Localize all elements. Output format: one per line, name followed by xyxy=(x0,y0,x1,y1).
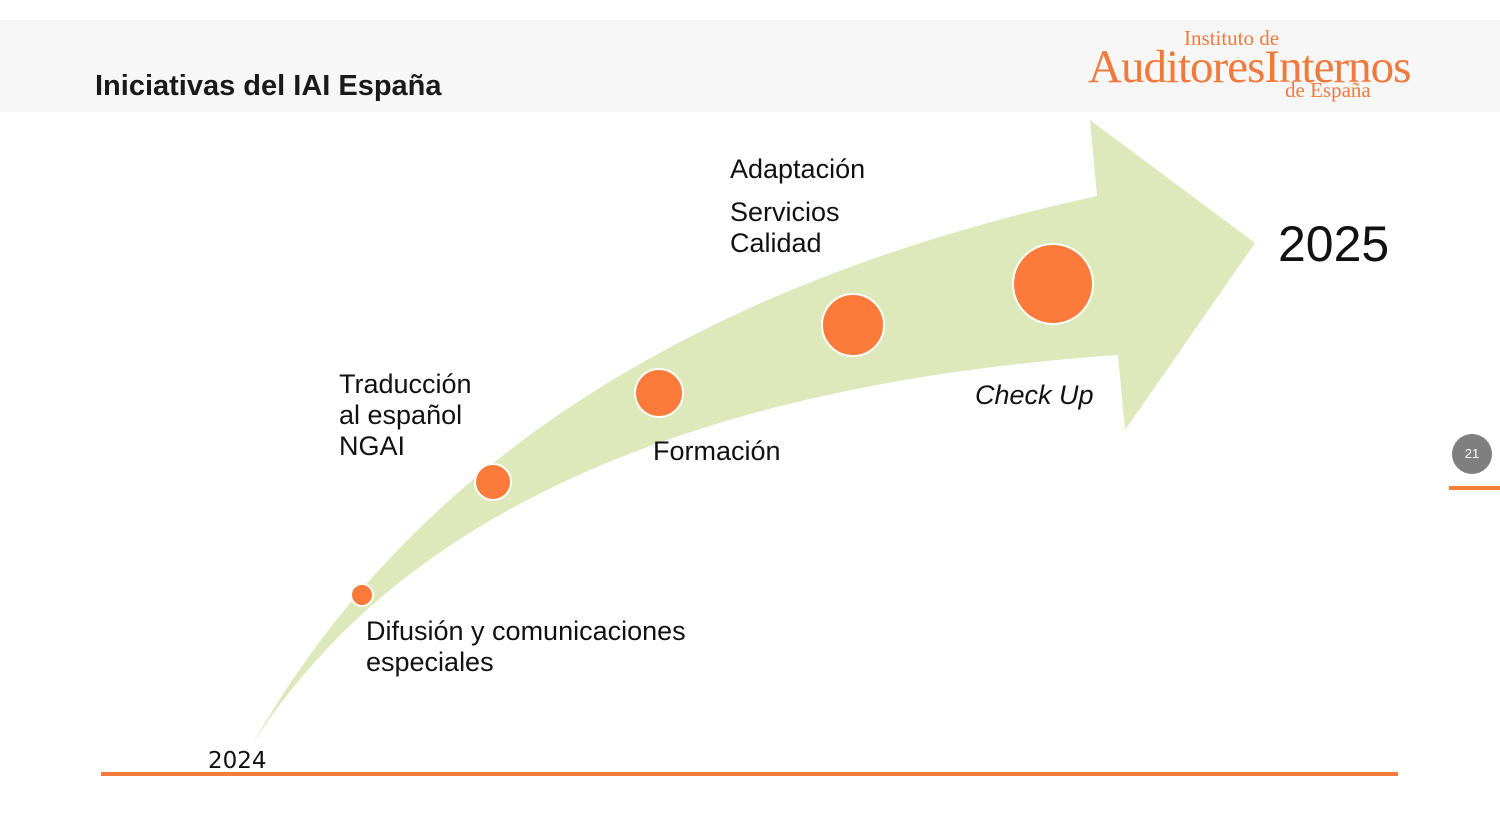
label-line: especiales xyxy=(366,647,494,677)
slide-title: Iniciativas del IAI España xyxy=(95,70,442,102)
milestone-label-checkup: Check Up xyxy=(975,380,1094,410)
logo-line1: Instituto de xyxy=(1184,26,1280,50)
milestone-label-formacion: Formación xyxy=(653,436,781,466)
label-line: Traducción xyxy=(339,369,472,399)
iai-logo: Instituto de AuditoresInternos de España xyxy=(1088,26,1458,106)
milestone-label-adaptacion: Adaptación xyxy=(730,154,866,184)
milestone-dot-1 xyxy=(350,583,374,607)
growth-arrow xyxy=(252,120,1255,745)
label-line: Calidad xyxy=(730,228,822,258)
milestone-dot-3 xyxy=(634,368,684,418)
header-band xyxy=(0,20,1500,112)
logo-line3: de España xyxy=(1285,78,1371,102)
label-line: Difusión y comunicaciones xyxy=(366,616,686,646)
start-year: 2024 xyxy=(208,748,267,774)
milestone-dot-2 xyxy=(474,463,512,501)
label-line: al español xyxy=(339,400,463,430)
logo-line2: AuditoresInternos xyxy=(1088,41,1411,93)
label-line: Servicios xyxy=(730,197,840,227)
end-year: 2025 xyxy=(1278,216,1390,272)
milestone-dot-5 xyxy=(1012,243,1094,325)
timeline-baseline xyxy=(101,772,1398,776)
milestone-dot-4 xyxy=(821,293,885,357)
label-line: NGAI xyxy=(339,431,406,461)
page-marker-bar xyxy=(1449,486,1500,490)
page-number: 21 xyxy=(1452,434,1492,474)
